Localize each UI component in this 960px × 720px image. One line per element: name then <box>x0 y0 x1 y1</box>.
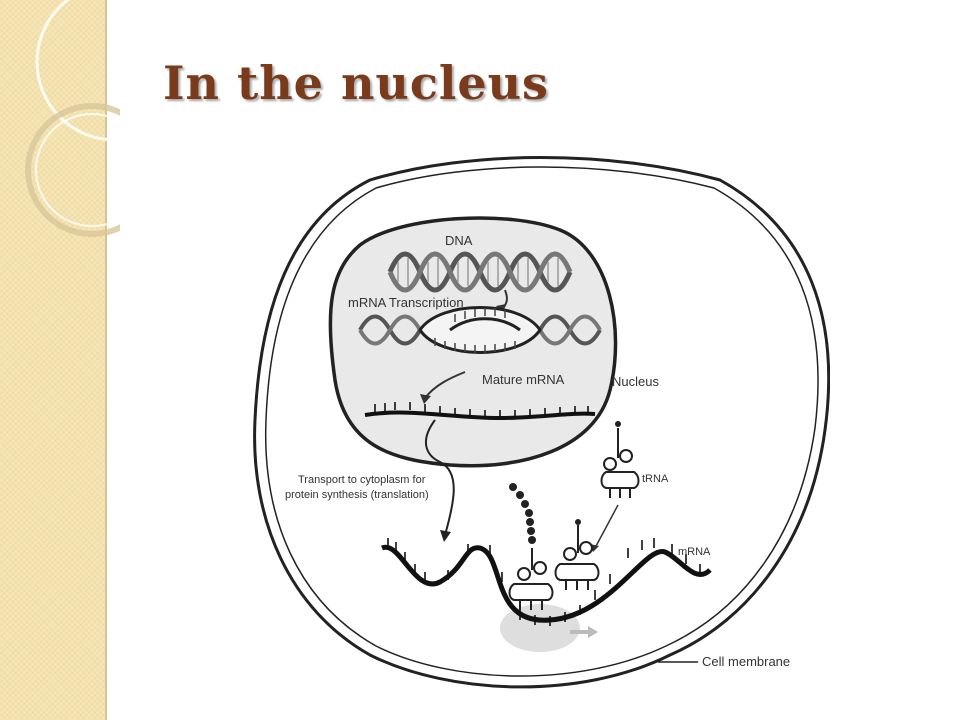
label-dna: DNA <box>445 233 473 248</box>
mrna-strand <box>380 538 712 626</box>
bound-trna-1 <box>508 548 554 610</box>
label-transport-line2: protein synthesis (translation) <box>285 489 429 501</box>
dna-helix <box>387 251 573 293</box>
mature-mrna-strand <box>364 402 596 421</box>
label-cell-membrane: Cell membrane <box>702 654 790 669</box>
polypeptide-chain <box>509 483 536 544</box>
decorative-rings <box>25 0 120 237</box>
label-mrna-transcription: mRNA Transcription <box>348 295 464 310</box>
label-trna: tRNA <box>642 473 669 485</box>
cell-membrane-outline <box>253 156 830 689</box>
slide-title: In the nucleus <box>163 56 549 110</box>
bound-trna-2 <box>554 519 600 590</box>
arrow-to-mature-mrna <box>424 371 466 399</box>
side-band-divider <box>105 0 107 720</box>
ribosome <box>500 604 580 652</box>
trna-molecule <box>600 421 640 498</box>
label-transport-line1: Transport to cytoplasm for <box>298 474 426 486</box>
arrow-transport-to-cytoplasm <box>425 419 455 536</box>
label-nucleus: Nucleus <box>612 374 659 389</box>
transcription-bubble <box>358 306 602 354</box>
arrow-trna-to-ribosome <box>594 504 619 549</box>
label-mature-mrna: Mature mRNA <box>482 372 565 387</box>
label-mrna: mRNA <box>678 546 711 558</box>
cell-diagram: DNA mRNA Transcription Mature mRNA Nucle… <box>253 156 830 689</box>
